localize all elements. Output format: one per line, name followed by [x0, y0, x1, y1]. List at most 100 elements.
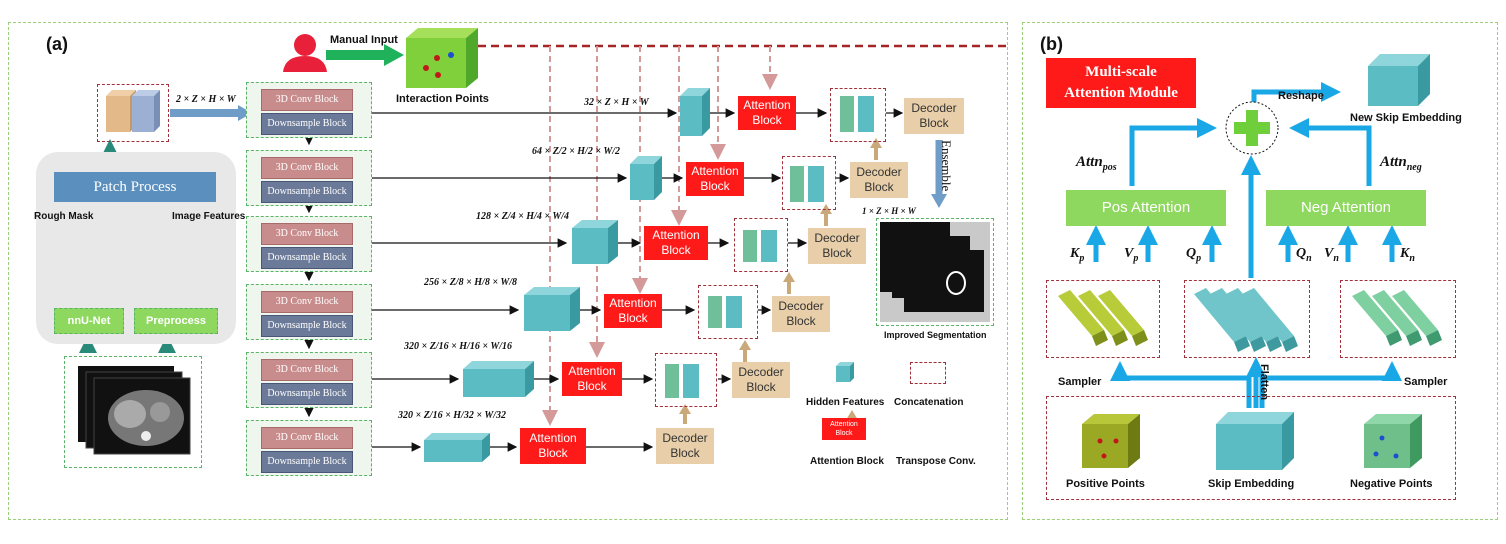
vp-label: Vp [1124, 246, 1138, 264]
attention-block-4: Attention Block [604, 294, 662, 328]
downsample-block: Downsample Block [261, 247, 353, 269]
manual-input-label: Manual Input [330, 34, 398, 46]
image-features-label: Image Features [172, 211, 246, 222]
decoder-block-1: Decoder Block [904, 98, 964, 134]
ct-scan-stack [78, 366, 191, 455]
attn-pos-sub: pos [1102, 162, 1117, 173]
input-cubes [106, 90, 160, 132]
segmentation-frame [876, 218, 994, 326]
attn-neg-text: Attn [1380, 154, 1407, 170]
attn-neg-label: Attnneg [1380, 154, 1422, 173]
panel-b [1022, 22, 1498, 520]
vn-text: V [1324, 246, 1334, 261]
positive-features-box [1046, 280, 1160, 358]
decoder-block-5: Decoder Block [732, 362, 790, 398]
level1-dim-label: 32 × Z × H × W [584, 97, 649, 108]
conv-block: 3D Conv Block [261, 89, 353, 111]
legend-attention-icon: Attention Block [822, 418, 866, 440]
attn-neg-sub: neg [1406, 162, 1422, 173]
output-dim-label: 1 × Z × H × W [862, 206, 916, 216]
neg-attention-box: Neg Attention [1266, 190, 1426, 226]
positive-points-label: Positive Points [1066, 478, 1145, 490]
attention-block-5: Attention Block [562, 362, 622, 396]
qn-sub: n [1306, 252, 1312, 264]
kn-label: Kn [1400, 246, 1415, 264]
attn-pos-text: Attn [1076, 154, 1103, 170]
vp-text: V [1124, 246, 1134, 261]
level6-dim-label: 320 × Z/16 × H/32 × W/32 [398, 410, 507, 421]
conv-block: 3D Conv Block [261, 157, 353, 179]
new-skip-embedding-label: New Skip Embedding [1350, 112, 1462, 124]
downsample-block: Downsample Block [261, 451, 353, 473]
attention-block-1: Attention Block [738, 96, 796, 130]
vn-sub: n [1333, 252, 1339, 264]
vp-sub: p [1133, 252, 1139, 264]
level2-dim-label: 64 × Z/2 × H/2 × W/2 [532, 146, 621, 157]
vn-label: Vn [1324, 246, 1339, 264]
negative-features-box [1340, 280, 1456, 358]
skip-features-box [1184, 280, 1310, 358]
decoder-block-4: Decoder Block [772, 296, 830, 332]
kp-label: Kp [1070, 246, 1084, 264]
downsample-block: Downsample Block [261, 383, 353, 405]
kn-sub: n [1409, 252, 1415, 264]
sampler-left-label: Sampler [1058, 376, 1102, 388]
panel-b-label: (b) [1040, 34, 1063, 54]
improved-segmentation-label: Improved Segmentation [884, 330, 987, 340]
decoder-block-6: Decoder Block [656, 428, 714, 464]
nnunet-box: nnU-Net [54, 308, 124, 334]
conv-block: 3D Conv Block [261, 291, 353, 313]
input-concat-box [97, 84, 169, 142]
conv-block: 3D Conv Block [261, 223, 353, 245]
module-title: Multi-scale Attention Module [1046, 58, 1196, 108]
kp-sub: p [1079, 252, 1085, 264]
concat-box-5 [655, 353, 717, 407]
interaction-points-label: Interaction Points [396, 93, 489, 105]
legend-hidden-features: Hidden Features [806, 397, 885, 408]
ct-frame [64, 356, 202, 468]
input-dim-label: 2 × Z × H × W [176, 94, 236, 105]
improved-segmentation-image [880, 222, 990, 322]
legend-transpose-conv: Transpose Conv. [896, 456, 976, 467]
reshape-label: Reshape [1278, 90, 1324, 102]
legend-attention-block: Attention Block [810, 456, 884, 467]
qp-label: Qp [1186, 246, 1201, 264]
concat-box-1 [830, 88, 886, 142]
level5-dim-label: 320 × Z/16 × H/16 × W/16 [404, 341, 513, 352]
attention-block-3: Attention Block [644, 226, 708, 260]
concat-box-3 [734, 218, 788, 272]
concat-box-4 [698, 285, 758, 339]
preprocess-box: Preprocess [134, 308, 218, 334]
decoder-block-3: Decoder Block [808, 228, 866, 264]
skip-embedding-label: Skip Embedding [1208, 478, 1295, 490]
kn-text: K [1400, 246, 1410, 261]
concat-box-2 [782, 156, 836, 210]
qp-text: Q [1186, 246, 1197, 261]
pos-attention-box: Pos Attention [1066, 190, 1226, 226]
level4-dim-label: 256 × Z/8 × H/8 × W/8 [424, 277, 518, 288]
level3-dim-label: 128 × Z/4 × H/4 × W/4 [476, 211, 570, 222]
interaction-cube [406, 28, 478, 88]
attention-block-6: Attention Block [520, 428, 586, 464]
sampler-right-label: Sampler [1404, 376, 1448, 388]
conv-block: 3D Conv Block [261, 427, 353, 449]
ensemble-label: Ensemble [939, 140, 954, 192]
downsample-block: Downsample Block [261, 315, 353, 337]
flatten-label: Flatten [1258, 364, 1270, 401]
negative-points-label: Negative Points [1350, 478, 1433, 490]
panel-a [8, 22, 1008, 520]
legend-concat-icon [910, 362, 946, 384]
points-box [1046, 396, 1456, 500]
kp-text: K [1070, 246, 1080, 261]
decoder-block-2: Decoder Block [850, 162, 908, 198]
patch-process-box: Patch Process [54, 172, 216, 202]
attn-pos-label: Attnpos [1076, 154, 1117, 173]
downsample-block: Downsample Block [261, 181, 353, 203]
